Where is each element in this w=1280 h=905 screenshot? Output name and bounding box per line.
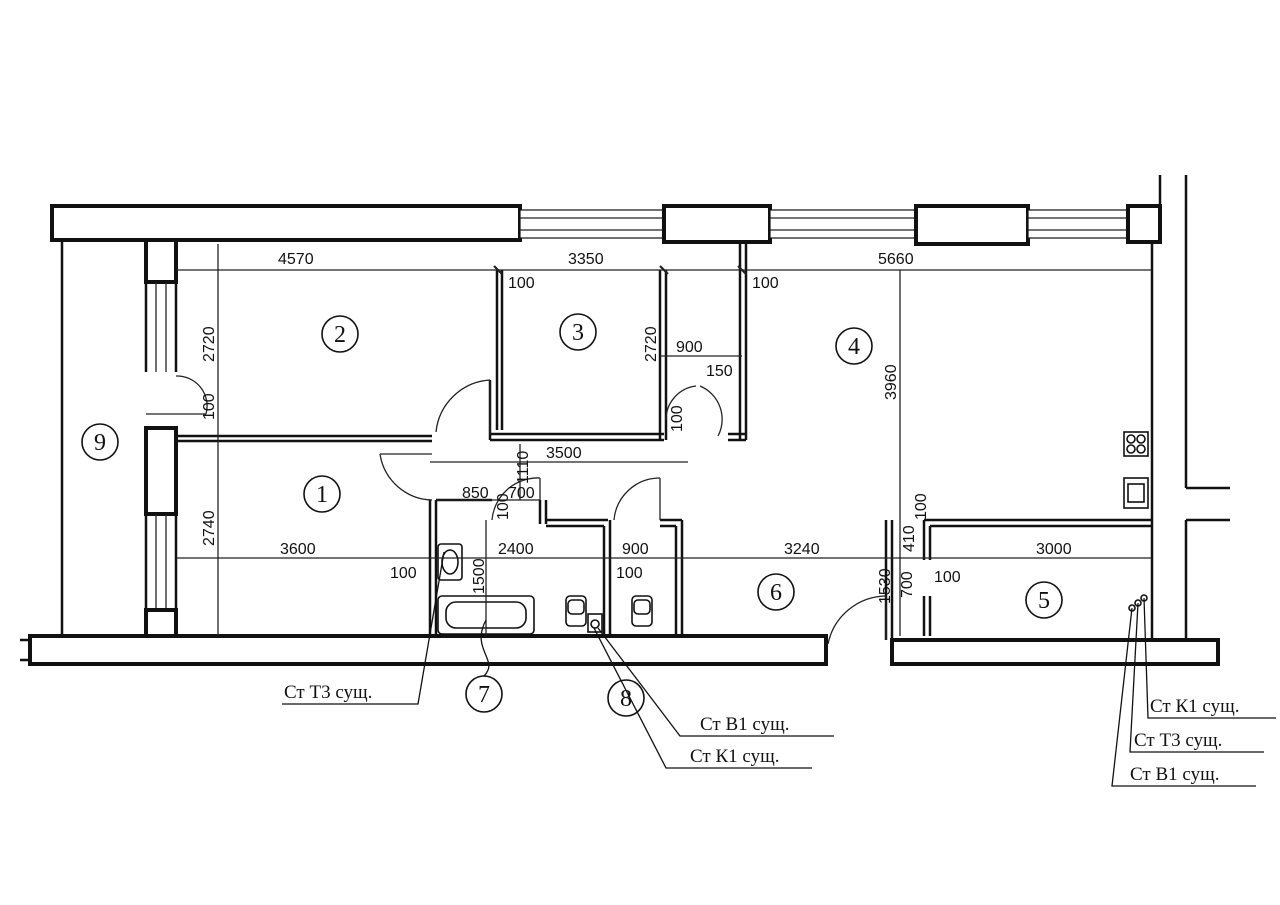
room-2-number: 2 (334, 322, 346, 348)
dim-3240: 3240 (784, 541, 820, 558)
door-entrance (827, 595, 887, 645)
top-pier-1 (662, 204, 772, 244)
dim-410: 410 (901, 525, 918, 552)
dim-850: 850 (462, 485, 489, 502)
dim-700-a: 700 (508, 485, 535, 502)
dim-100-a: 100 (508, 275, 535, 292)
label-k1-mid: Ст К1 сущ. (690, 746, 779, 767)
leader-lines (282, 551, 1276, 787)
left-pier-bottom (144, 608, 178, 638)
label-b1-mid: Ст В1 сущ. (700, 714, 789, 735)
room-9-number: 9 (94, 430, 106, 456)
label-b1-right: Ст В1 сущ. (1130, 764, 1219, 785)
partitions (176, 242, 1152, 640)
dim-1110: 1110 (515, 451, 532, 484)
label-t3-right: Ст Т3 сущ. (1134, 730, 1222, 751)
dimension-lines (176, 244, 1152, 636)
dim-2720-b: 2720 (643, 326, 660, 362)
top-wall-left (50, 204, 522, 242)
dimension-labels: 4570 3350 5660 100 100 2720 2720 900 150… (201, 251, 1072, 604)
room-4-number: 4 (848, 334, 860, 360)
dim-100-e: 100 (495, 493, 512, 520)
dim-2740: 2740 (201, 510, 218, 546)
top-pier-2 (914, 204, 1030, 246)
dim-1530: 1530 (877, 568, 894, 604)
dim-100-b: 100 (752, 275, 779, 292)
room-numbers: 1 2 3 4 5 6 7 8 9 (81, 313, 1063, 717)
dim-2400: 2400 (498, 541, 534, 558)
dim-100-i: 100 (934, 569, 961, 586)
label-t3-left: Ст Т3 сущ. (284, 682, 372, 703)
label-k1-right: Ст К1 сущ. (1150, 696, 1239, 717)
dim-100-f: 100 (390, 565, 417, 582)
door-room3 (665, 385, 697, 421)
top-right-corner (1126, 204, 1162, 244)
bottom-wall-left (28, 634, 828, 666)
door-room1 (379, 453, 433, 501)
left-pier (144, 238, 178, 284)
top-windows (519, 204, 1129, 246)
dim-3960: 3960 (883, 364, 900, 400)
door-room2 (435, 379, 491, 433)
walls (20, 175, 1230, 666)
dim-100-g: 100 (616, 565, 643, 582)
dim-4570: 4570 (278, 251, 314, 268)
dim-100-h: 100 (913, 493, 930, 520)
door-bath-1 (491, 477, 541, 521)
dim-3350: 3350 (568, 251, 604, 268)
door-balcony (175, 375, 208, 415)
stove (1123, 431, 1149, 457)
dim-1500: 1500 (471, 558, 488, 594)
dim-5660: 5660 (878, 251, 914, 268)
bottom-wall-right (890, 638, 1220, 666)
dim-3000: 3000 (1036, 541, 1072, 558)
left-pier-mid (144, 426, 178, 516)
room-7-number: 7 (478, 682, 490, 708)
dim-2720-a: 2720 (201, 326, 218, 362)
room-3-number: 3 (572, 320, 584, 346)
room-8-number: 8 (620, 686, 632, 712)
room-5-number: 5 (1038, 588, 1050, 614)
room-1-number: 1 (316, 482, 328, 508)
dim-3600: 3600 (280, 541, 316, 558)
riser-labels: Ст Т3 сущ. Ст В1 сущ. Ст К1 сущ. Ст К1 с… (284, 682, 1239, 785)
room-6-number: 6 (770, 580, 782, 606)
door-wardrobe (699, 385, 723, 437)
dim-100-d: 100 (669, 405, 686, 432)
door-bath-2 (613, 477, 661, 521)
dim-150: 150 (706, 363, 733, 380)
dim-900-a: 900 (676, 339, 703, 356)
doors (146, 375, 887, 645)
dim-900-b: 900 (622, 541, 649, 558)
dim-700-b: 700 (899, 571, 916, 598)
dim-100-c: 100 (201, 393, 218, 420)
dim-3500: 3500 (546, 445, 582, 462)
